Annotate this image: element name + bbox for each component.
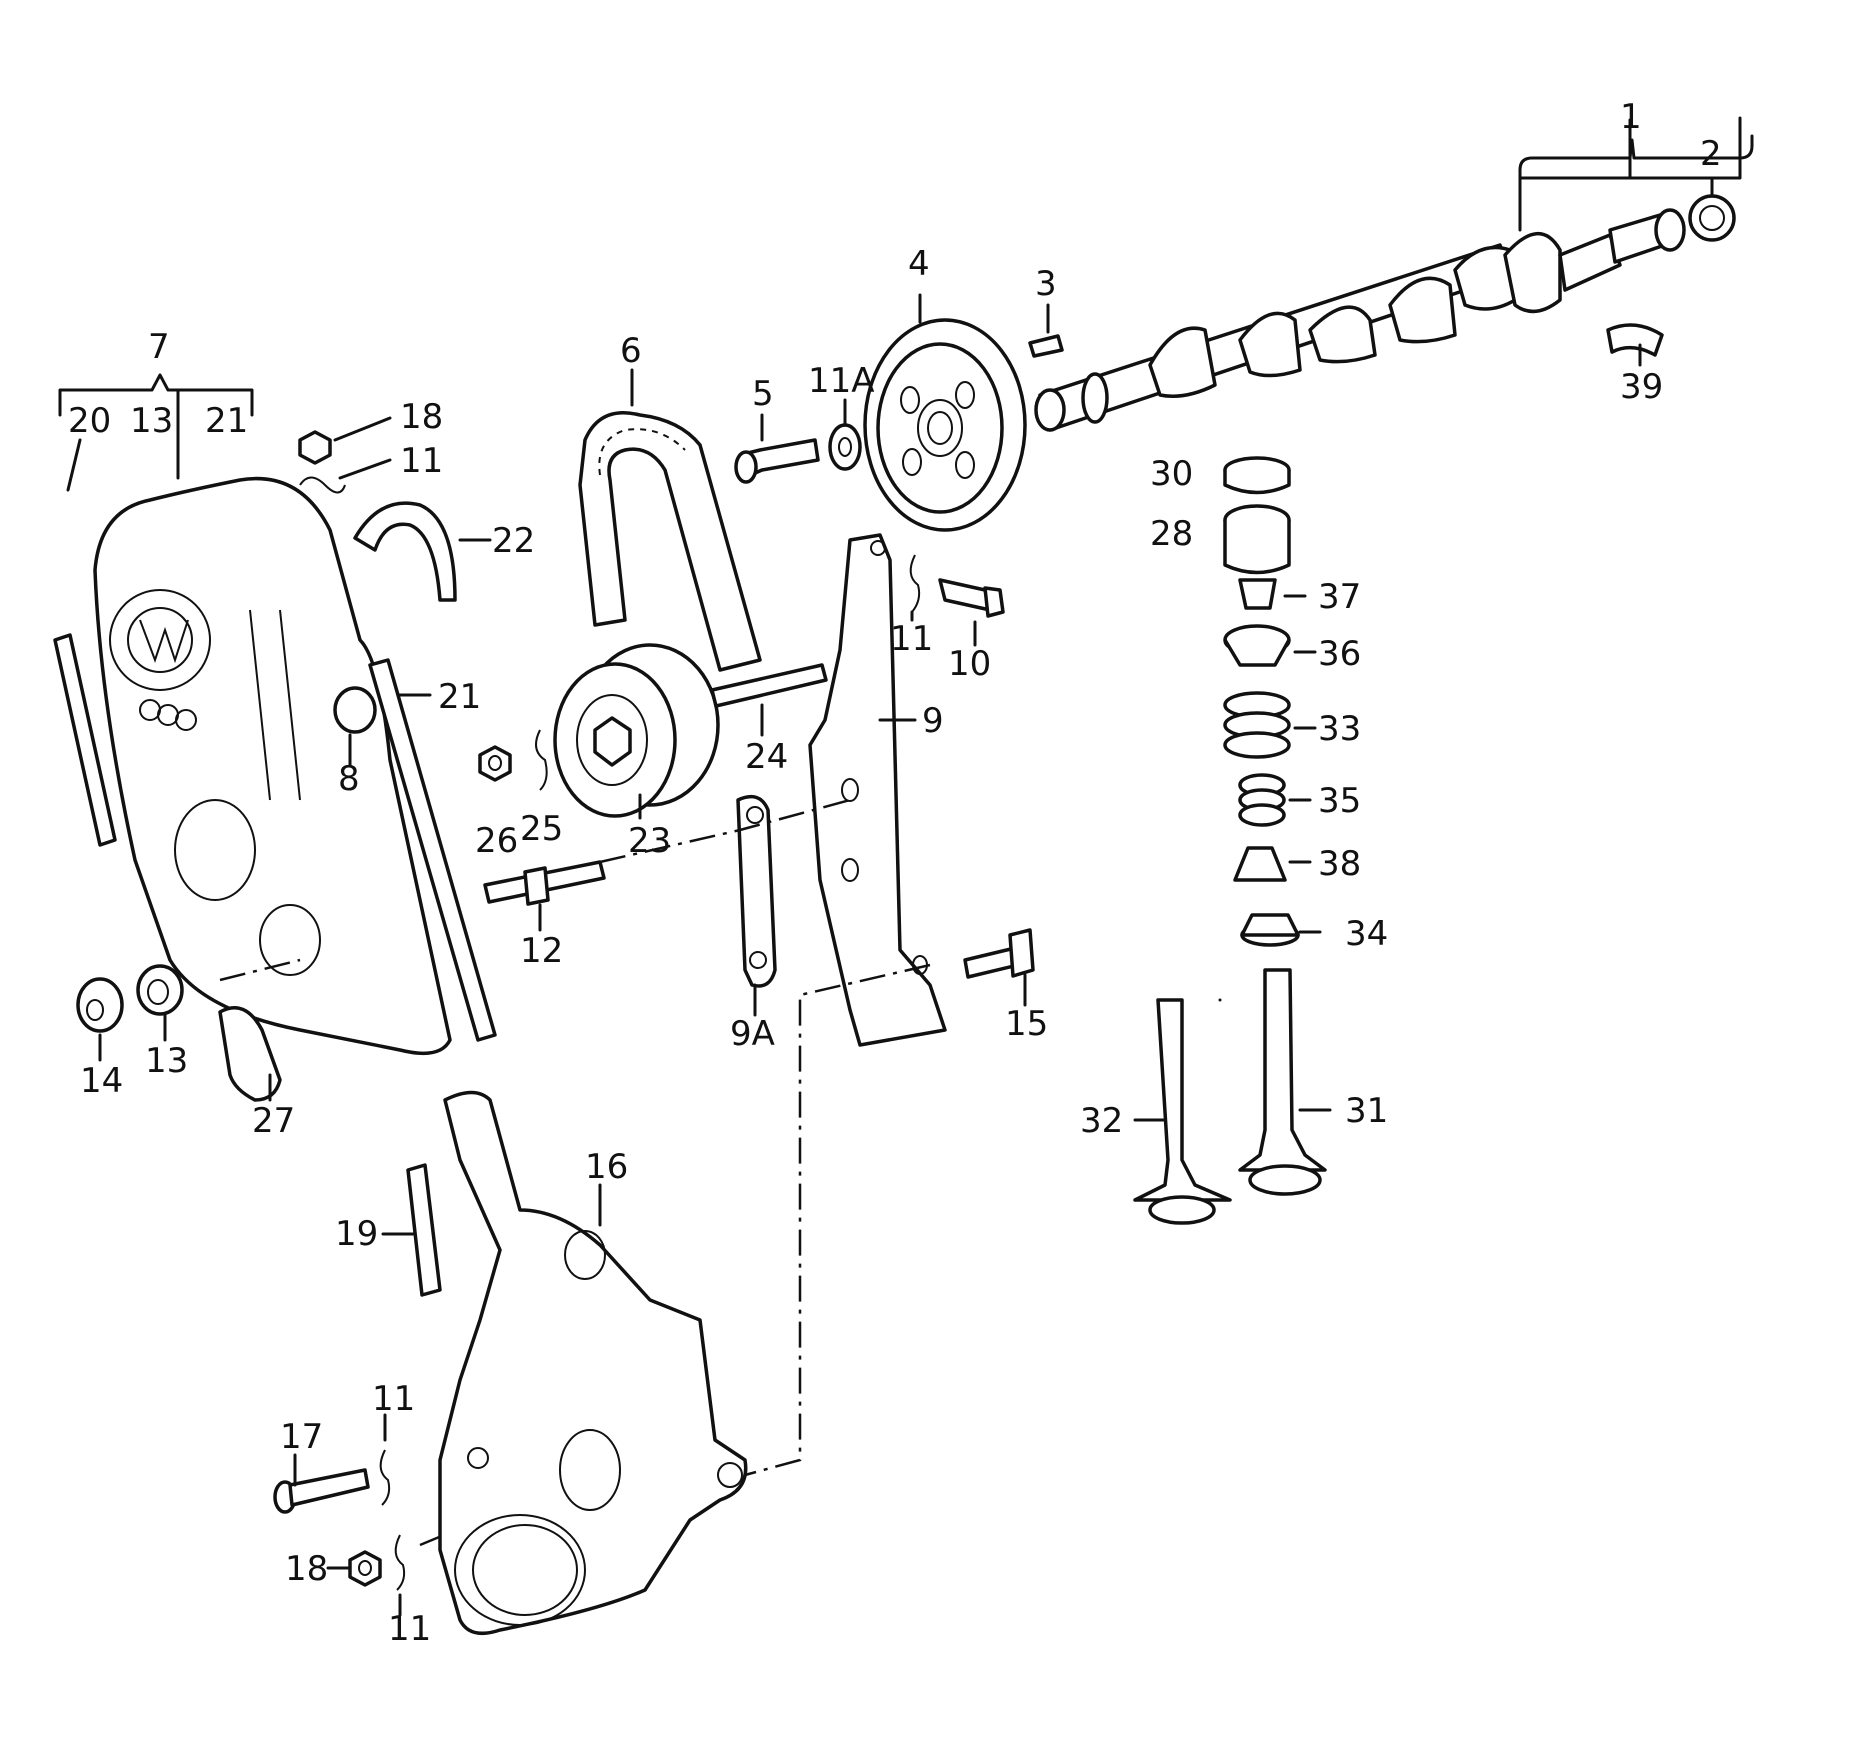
valve-32 [1133, 998, 1232, 1225]
spring-washer-11-lower-b [394, 1534, 406, 1591]
inner-spring-35 [1238, 773, 1312, 827]
bolt-17 [273, 1453, 370, 1514]
lower-cover [438, 1090, 748, 1636]
callout-35: 35 [1318, 781, 1361, 821]
bracket-9 [808, 533, 947, 1047]
sprocket-bolt [734, 413, 820, 484]
callout-18-top: 18 [400, 397, 443, 437]
plug-8 [333, 686, 377, 767]
bearing-shell [1606, 323, 1664, 357]
callout-31: 31 [1345, 1091, 1388, 1131]
bucket-tappet-28 [1223, 504, 1291, 575]
toothed-belt [578, 368, 762, 672]
callout-36: 36 [1318, 634, 1361, 674]
callout-28: 28 [1150, 514, 1193, 554]
callout-32: 32 [1080, 1101, 1123, 1141]
callout-10: 10 [948, 644, 991, 684]
nut-18-lower [348, 1550, 382, 1587]
callout-33: 33 [1318, 709, 1361, 749]
callout-34: 34 [1345, 914, 1388, 954]
callout-2: 2 [1700, 134, 1722, 174]
valve-cotters-37 [1238, 578, 1307, 610]
nut-18-top [298, 416, 392, 465]
tensioner-roller [553, 643, 720, 820]
callout-16: 16 [585, 1147, 628, 1187]
camshaft-sprocket [863, 293, 1027, 532]
nut-26 [478, 745, 512, 782]
callout-13-top: 13 [130, 401, 173, 441]
plate-9a [736, 794, 777, 1017]
callout-12: 12 [520, 931, 563, 971]
callout-9a: 9A [730, 1014, 775, 1054]
assembly-line-1 [219, 958, 301, 982]
valve-31 [1238, 968, 1332, 1196]
seal-strip-20 [53, 633, 117, 847]
callout-27: 27 [252, 1101, 295, 1141]
stud-12 [483, 860, 606, 932]
camshaft [1034, 116, 1742, 432]
callout-38: 38 [1318, 844, 1361, 884]
assembly-line-3 [744, 963, 931, 1477]
bolt-15 [963, 928, 1035, 1007]
callout-3: 3 [1035, 264, 1057, 304]
woodruff-key [1028, 334, 1064, 358]
spring-washer-25 [535, 729, 548, 791]
callout-8: 8 [338, 759, 360, 799]
camshaft-gear-small [1688, 176, 1736, 242]
outer-spring-33 [1223, 691, 1317, 759]
callout-6: 6 [620, 331, 642, 371]
callout-19: 19 [335, 1214, 378, 1254]
callout-39: 39 [1620, 367, 1663, 407]
timing-belt-cover [93, 398, 452, 1056]
seal-27 [218, 1006, 282, 1102]
callout-15: 15 [1005, 1004, 1048, 1044]
callout-25: 25 [520, 809, 563, 849]
callout-23: 23 [628, 821, 671, 861]
callout-17: 17 [280, 1417, 323, 1457]
callout-13: 13 [145, 1041, 188, 1081]
stud-24 [710, 663, 828, 737]
shim-30 [1223, 456, 1291, 495]
assembly-line-2 [599, 798, 851, 864]
callout-37: 37 [1318, 577, 1361, 617]
callout-11-lower-a: 11 [372, 1379, 415, 1419]
lower-spring-seat-34 [1240, 913, 1322, 947]
spring-retainer-36 [1223, 624, 1317, 667]
callout-5: 5 [752, 374, 774, 414]
callout-11-mid: 11 [890, 619, 933, 659]
spring-washer-11-top [299, 476, 346, 494]
seal-strip-21 [368, 658, 497, 1042]
callout-9: 9 [922, 701, 944, 741]
washer-13 [136, 964, 184, 1042]
callout-1: 1 [1620, 97, 1642, 137]
cover-bracket [58, 373, 254, 422]
spring-washer-11-lower-a [379, 1449, 391, 1506]
callout-22: 22 [492, 521, 535, 561]
seal-strip-19 [406, 1163, 442, 1297]
callout-21-top: 21 [205, 401, 248, 441]
gasket-22 [353, 501, 492, 602]
cap-14 [76, 977, 124, 1062]
bolt-10 [938, 578, 1005, 647]
callout-24: 24 [745, 737, 788, 777]
callout-20: 20 [68, 401, 111, 441]
callout-11-top: 11 [400, 441, 443, 481]
washer-11a [828, 423, 862, 471]
callout-11a: 11A [808, 361, 875, 401]
callout-14: 14 [80, 1061, 123, 1101]
camshaft-bracket [1518, 134, 1754, 180]
callout-18-lower: 18 [285, 1549, 328, 1589]
spring-washer-11-mid [909, 554, 921, 613]
valve-stem-seal-38 [1233, 846, 1312, 882]
callout-7: 7 [148, 327, 170, 367]
callout-26: 26 [475, 821, 518, 861]
callout-30: 30 [1150, 454, 1193, 494]
callout-11-lower-b: 11 [388, 1609, 431, 1649]
callout-4: 4 [908, 244, 930, 284]
callout-labels: 1 2 3 4 5 6 7 8 9 9A 10 11 11 11 11 11A … [68, 97, 1722, 1649]
callout-21: 21 [438, 677, 481, 717]
